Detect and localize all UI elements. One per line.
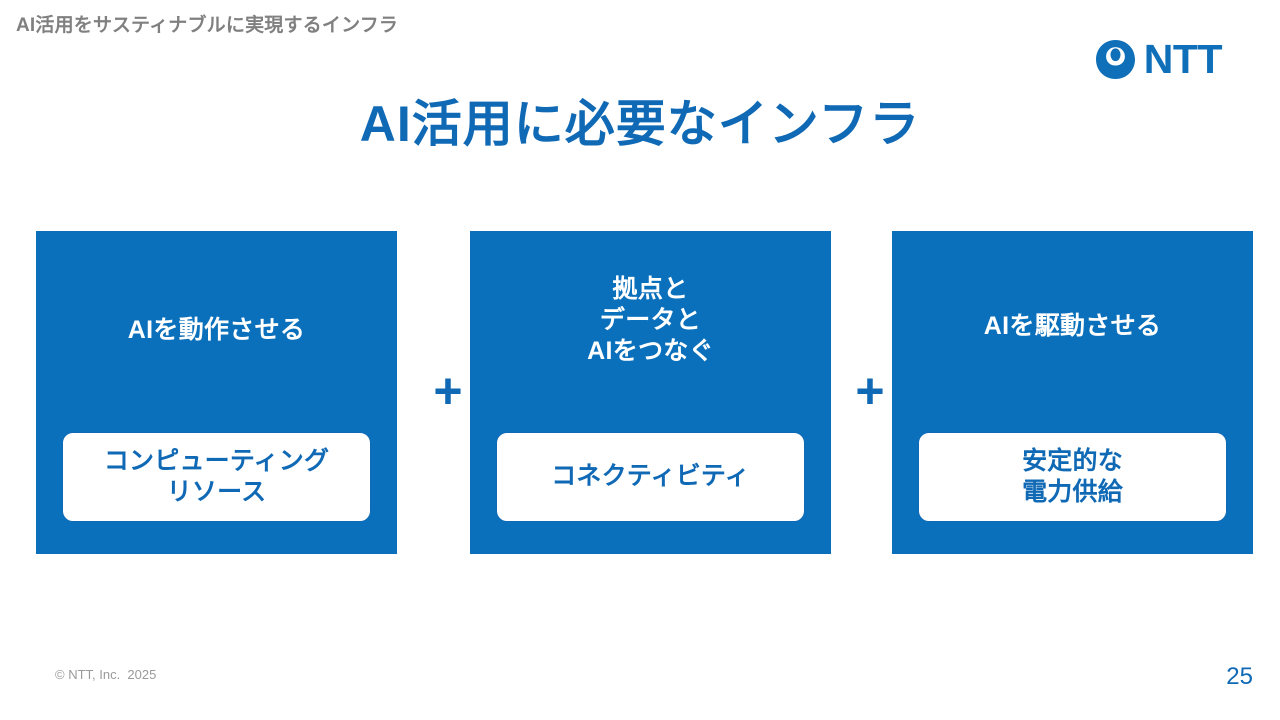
page-number: 25: [1226, 663, 1253, 690]
card-heading-compute: AIを動作させる: [36, 315, 397, 346]
card-connectivity: 拠点と データと AIをつなぐ コネクティビティ: [470, 231, 831, 554]
pill-label-line: リソース: [166, 478, 267, 506]
pill-label-connectivity: コネクティビティ: [551, 461, 750, 493]
slide-header-text: AI活用をサスティナブルに実現するインフラ: [16, 15, 399, 36]
pill-connectivity: コネクティビティ: [496, 432, 805, 522]
card-heading-connectivity: 拠点と データと AIをつなぐ: [470, 274, 831, 366]
infrastructure-diagram: AIを動作させる コンピューティング リソース + 拠点と データと AIをつな…: [36, 231, 1253, 554]
pill-label-line: 電力供給: [1022, 478, 1123, 506]
page-title: AI活用に必要なインフラ: [359, 96, 921, 152]
card-heading-line: AIをつなぐ: [587, 336, 714, 365]
plus-operator-1: +: [433, 363, 463, 419]
pill-label-line: 安定的な: [1022, 446, 1123, 475]
pill-label-power: 安定的な 電力供給: [1022, 446, 1123, 509]
card-heading-line: データと: [599, 305, 702, 334]
pill-label-line: コネクティビティ: [551, 462, 750, 491]
ntt-logo: NTT: [1094, 36, 1223, 82]
ntt-circle-mark-icon: [1095, 40, 1135, 79]
pill-compute: コンピューティング リソース: [62, 432, 371, 522]
card-heading-power: AIを駆動させる: [892, 311, 1253, 342]
pill-label-compute: コンピューティング リソース: [104, 446, 329, 509]
card-heading-line: AIを動作させる: [127, 316, 306, 344]
card-compute: AIを動作させる コンピューティング リソース: [36, 231, 397, 554]
card-heading-line: 拠点と: [612, 275, 689, 303]
pill-power: 安定的な 電力供給: [918, 432, 1227, 522]
card-heading-line: AIを駆動させる: [983, 312, 1162, 340]
plus-operator-2: +: [855, 363, 885, 419]
ntt-wordmark: NTT: [1143, 36, 1223, 82]
pill-label-line: コンピューティング: [103, 446, 330, 475]
card-power: AIを駆動させる 安定的な 電力供給: [892, 231, 1253, 554]
copyright-text: © NTT, Inc. 2025: [55, 667, 157, 682]
